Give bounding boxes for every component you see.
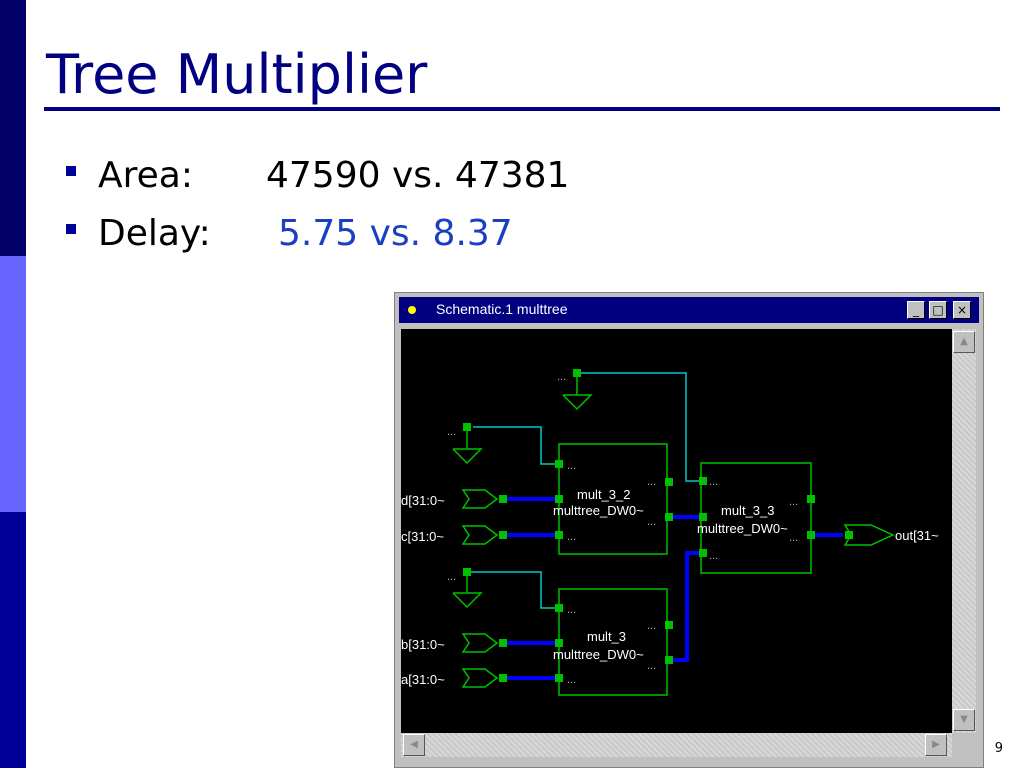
- schematic-labels: mult_3_2 multtree_DW0~ mult_3_3 multtree…: [401, 487, 939, 687]
- window-titlebar[interactable]: Schematic.1 multtree _ □ ×: [399, 297, 979, 323]
- svg-text:...: ...: [447, 426, 456, 438]
- block-name-mult-3-3: mult_3_3: [721, 503, 774, 518]
- scroll-left-button[interactable]: ◀: [403, 734, 425, 756]
- svg-text:...: ...: [647, 516, 656, 528]
- pin-markers: [463, 369, 853, 682]
- svg-text:...: ...: [647, 620, 656, 632]
- page-number: 9: [994, 741, 1003, 756]
- input-label-a: a[31:0~: [401, 672, 445, 687]
- schematic-window: Schematic.1 multtree _ □ ×: [394, 292, 984, 768]
- block-type-mult-3-2: multtree_DW0~: [553, 503, 644, 518]
- bullet-value-delay: 5.75 vs. 8.37: [278, 213, 513, 254]
- schematic-canvas[interactable]: mult_3_2 multtree_DW0~ mult_3_3 multtree…: [401, 329, 952, 733]
- schematic-diagram: mult_3_2 multtree_DW0~ mult_3_3 multtree…: [401, 369, 939, 696]
- svg-text:...: ...: [567, 531, 576, 543]
- svg-text:...: ...: [789, 496, 798, 508]
- scroll-down-button[interactable]: ▼: [953, 709, 975, 731]
- title-underline: [44, 107, 1000, 111]
- svg-text:...: ...: [647, 476, 656, 488]
- block-name-mult-3: mult_3: [587, 629, 626, 644]
- ellipsis-markers: ... ... ... ... ... ... ... ... ... ... …: [447, 371, 798, 686]
- bullet-marker-area: [66, 166, 76, 176]
- minimize-button[interactable]: _: [907, 301, 925, 319]
- bus-wires: [505, 497, 843, 680]
- bullet-label-delay: Delay:: [98, 213, 211, 254]
- bullet-label-area: Area:: [98, 155, 193, 196]
- maximize-button[interactable]: □: [929, 301, 947, 319]
- sidebar-decoration-top: [0, 0, 26, 256]
- output-label: out[31~: [895, 528, 939, 543]
- scroll-up-button[interactable]: ▲: [953, 331, 975, 353]
- input-label-c: c[31:0~: [401, 529, 444, 544]
- input-label-b: b[31:0~: [401, 637, 445, 652]
- sidebar-decoration-middle: [0, 256, 26, 512]
- block-type-mult-3-3: multtree_DW0~: [697, 521, 788, 536]
- bullet-value-area: 47590 vs. 47381: [266, 155, 570, 196]
- window-title: Schematic.1 multtree: [436, 301, 568, 317]
- svg-text:...: ...: [709, 550, 718, 562]
- ground-symbols: [452, 377, 593, 609]
- bullet-marker-delay: [66, 224, 76, 234]
- vertical-scrollbar[interactable]: ▲ ▼: [952, 329, 976, 733]
- scroll-right-button[interactable]: ▶: [925, 734, 947, 756]
- control-nets: [471, 372, 705, 609]
- window-app-icon: [408, 306, 416, 314]
- horizontal-scrollbar[interactable]: ◀ ▶: [401, 733, 976, 757]
- sidebar-decoration-bottom: [0, 512, 26, 768]
- svg-text:...: ...: [647, 660, 656, 672]
- svg-text:...: ...: [557, 371, 566, 383]
- close-button[interactable]: ×: [953, 301, 971, 319]
- svg-text:...: ...: [567, 674, 576, 686]
- svg-text:...: ...: [789, 532, 798, 544]
- block-name-mult-3-2: mult_3_2: [577, 487, 630, 502]
- svg-text:...: ...: [709, 476, 718, 488]
- block-type-mult-3: multtree_DW0~: [553, 647, 644, 662]
- input-label-d: d[31:0~: [401, 493, 445, 508]
- slide-title: Tree Multiplier: [46, 43, 428, 106]
- svg-text:...: ...: [567, 460, 576, 472]
- input-buffers: [461, 489, 895, 688]
- svg-text:...: ...: [447, 571, 456, 583]
- svg-text:...: ...: [567, 604, 576, 616]
- scrollbar-corner: [952, 733, 976, 757]
